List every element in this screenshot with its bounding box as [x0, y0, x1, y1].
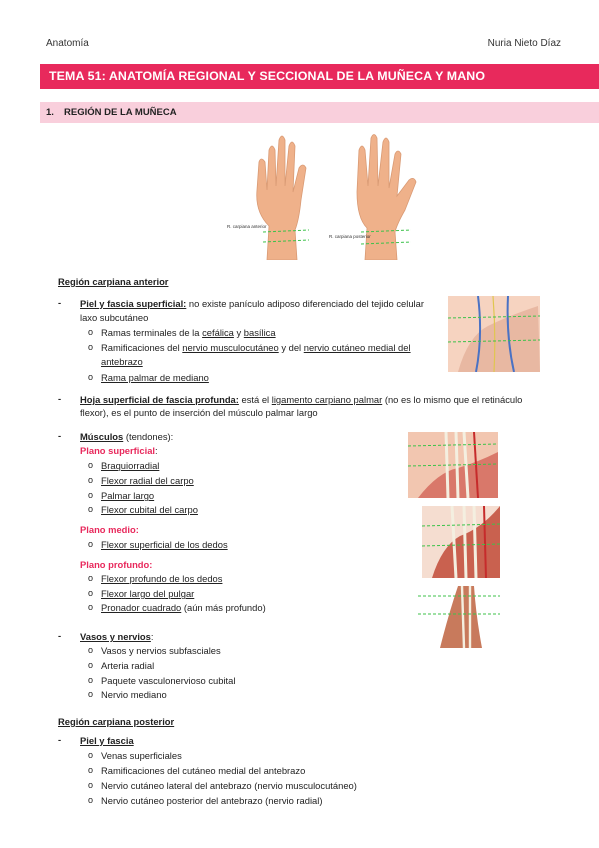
posterior-item: Ramificaciones del cutáneo medial del an… [101, 765, 306, 776]
circle-bullet: o [88, 588, 94, 598]
musc-post: (tendones): [123, 431, 174, 442]
section-label: REGIÓN DE LA MUÑECA [64, 107, 177, 118]
section-number: 1. [46, 107, 54, 118]
circle-bullet: o [88, 327, 94, 337]
circle-bullet: o [88, 795, 94, 805]
posterior-piel-label: Piel y fascia [80, 735, 134, 746]
hoja-post: (no es lo mismo que el retináculo [382, 394, 523, 405]
cefalica-link: cefálica [202, 327, 234, 338]
circle-bullet: o [88, 504, 94, 514]
plano-sup-colon: : [155, 445, 158, 456]
circle-bullet: o [88, 490, 94, 500]
ramif-musc: nervio musculocutáneo [182, 342, 279, 353]
piel-label: Piel y fascia superficial: [80, 298, 187, 309]
label-posterior: R. carpiana posterior [329, 234, 371, 239]
ramif-cut: nervio cutáneo medial del [303, 342, 411, 353]
label-anterior: R. carpiana anterior [227, 224, 267, 229]
plano-medio: Plano medio: [80, 524, 139, 535]
plano-profundo: Plano profundo: [80, 559, 153, 570]
piel-text1: no existe panículo adiposo diferenciado … [186, 298, 424, 309]
posterior-item: Nervio cutáneo lateral del antebrazo (ne… [101, 780, 357, 791]
header-author: Nuria Nieto Díaz [487, 38, 561, 49]
rama-pre: Ramas terminales de la [101, 327, 203, 338]
sup-item: Braquiorradial [101, 460, 160, 471]
dash-bullet: - [58, 630, 62, 641]
section-heading: 1. REGIÓN DE LA MUÑECA [40, 102, 599, 123]
hands-figure: R. carpiana anterior R. carpiana posteri… [225, 128, 445, 261]
circle-bullet: o [88, 602, 94, 612]
middle-muscles-image [422, 506, 500, 578]
hoja-label: Hoja superficial de fascia profunda: [80, 394, 239, 405]
sup-item: Flexor radial del carpo [101, 475, 194, 486]
prof-item: Pronador cuadrado [101, 602, 182, 613]
musc-label: Músculos [80, 431, 124, 442]
circle-bullet: o [88, 475, 94, 485]
circle-bullet: o [88, 780, 94, 790]
superficial-muscles-image [408, 432, 498, 498]
prof-item-line: Pronador cuadrado (aún más profundo) [101, 601, 266, 614]
prof-item: Flexor profundo de los dedos [101, 573, 223, 584]
vasos-item: Nervio mediano [101, 689, 167, 700]
posterior-heading: Región carpiana posterior [58, 716, 175, 727]
circle-bullet: o [88, 342, 94, 352]
plano-sup: Plano superficial [80, 445, 156, 456]
prof-item: Flexor largo del pulgar [101, 588, 195, 599]
circle-bullet: o [88, 645, 94, 655]
dash-bullet: - [58, 297, 62, 308]
dash-bullet: - [58, 734, 62, 745]
ramif-pre: Ramificaciones del [101, 342, 183, 353]
sup-item: Flexor cubital del carpo [101, 504, 198, 515]
ramificaciones-line: Ramificaciones del nervio musculocutáneo… [101, 341, 411, 354]
circle-bullet: o [88, 675, 94, 685]
vasos-item: Paquete vasculonervioso cubital [101, 675, 236, 686]
posterior-item: Nervio cutáneo posterior del antebrazo (… [101, 795, 323, 806]
rama-terminal-line: Ramas terminales de la cefálica y basíli… [101, 326, 276, 339]
plano-sup-line: Plano superficial: [80, 444, 158, 457]
circle-bullet: o [88, 573, 94, 583]
title-bar: TEMA 51: ANATOMÍA REGIONAL Y SECCIONAL D… [40, 64, 599, 89]
rama-palmar: Rama palmar de mediano [101, 372, 209, 383]
hoja-pre: está el [238, 394, 272, 405]
wrist-skin-image [448, 296, 540, 372]
anterior-heading: Región carpiana anterior [58, 276, 169, 287]
dash-bullet: - [58, 430, 62, 441]
prof-extra: (aún más profundo) [181, 602, 266, 613]
page-title: TEMA 51: ANATOMÍA REGIONAL Y SECCIONAL D… [49, 69, 486, 83]
dash-bullet: - [58, 393, 62, 404]
piel-line2: laxo subcutáneo [80, 312, 149, 323]
vasos-line: Vasos y nervios: [80, 630, 153, 643]
circle-bullet: o [88, 689, 94, 699]
hands-illustration: R. carpiana anterior R. carpiana posteri… [227, 134, 417, 261]
circle-bullet: o [88, 372, 94, 382]
posterior-item: Venas superficiales [101, 750, 182, 761]
ramif-cut2: antebrazo [101, 356, 143, 367]
vasos-item: Arteria radial [101, 660, 155, 671]
piel-line1: Piel y fascia superficial: no existe pan… [80, 297, 424, 310]
hoja-line1: Hoja superficial de fascia profunda: est… [80, 393, 522, 406]
vasos-item: Vasos y nervios subfasciales [101, 645, 221, 656]
hoja-lig: ligamento carpiano palmar [271, 394, 383, 405]
circle-bullet: o [88, 765, 94, 775]
rama-y: y [233, 327, 244, 338]
hoja-line2: flexor), es el punto de inserción del mú… [80, 407, 318, 418]
basilica-link: basílica [243, 327, 276, 338]
circle-bullet: o [88, 750, 94, 760]
sup-item: Palmar largo [101, 490, 155, 501]
vasos-colon: : [150, 631, 154, 642]
circle-bullet: o [88, 460, 94, 470]
medio-item: Flexor superficial de los dedos [101, 539, 228, 550]
header-subject: Anatomía [46, 38, 89, 49]
vasos-label: Vasos y nervios [80, 631, 151, 642]
deep-muscles-image [418, 586, 500, 648]
circle-bullet: o [88, 660, 94, 670]
ramif-mid: y del [278, 342, 304, 353]
musculos-line: Músculos (tendones): [80, 430, 173, 443]
circle-bullet: o [88, 539, 94, 549]
